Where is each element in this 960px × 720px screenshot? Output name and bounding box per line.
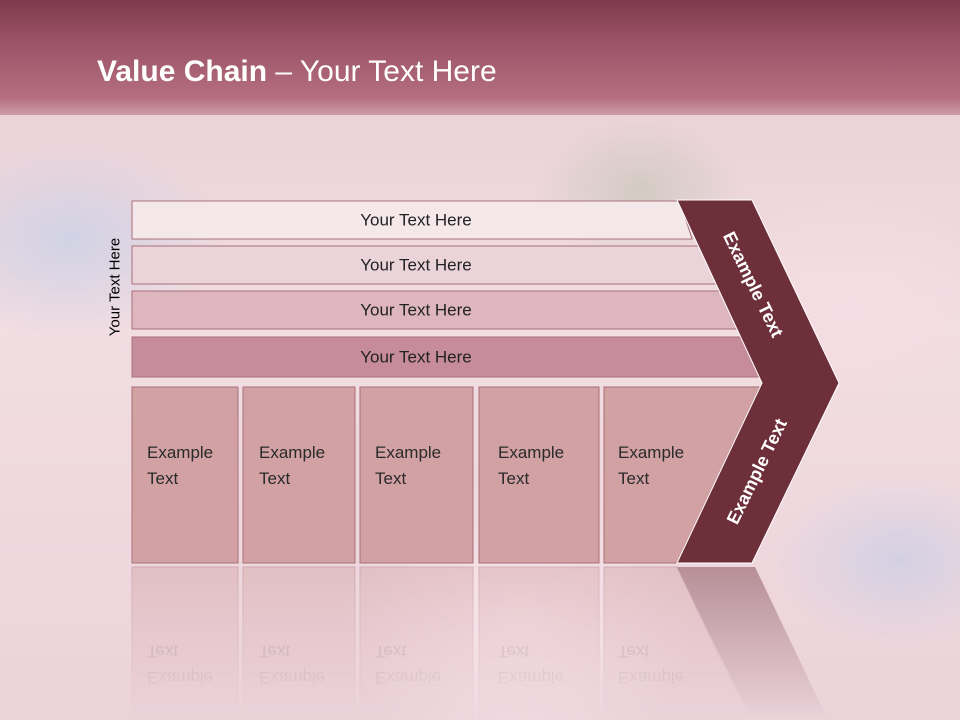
reflection-column-4-line1: Example bbox=[498, 668, 564, 687]
column-2 bbox=[242, 386, 356, 564]
slide-title: Value Chain – Your Text Here bbox=[97, 55, 497, 89]
column-3-line1: Example bbox=[375, 443, 441, 462]
column-4 bbox=[478, 386, 600, 564]
column-1 bbox=[131, 386, 239, 564]
reflection-column-1-line2: Text bbox=[147, 642, 178, 661]
reflection-column-1-line1: Example bbox=[147, 668, 213, 687]
column-5-line1: Example bbox=[618, 443, 684, 462]
column-3-line2: Text bbox=[375, 469, 406, 488]
reflection-column-3-line1: Example bbox=[375, 668, 441, 687]
chevron-arrow bbox=[676, 199, 840, 564]
reflection-column-3-line2: Text bbox=[375, 642, 406, 661]
column-3 bbox=[359, 386, 474, 564]
column-5-line2: Text bbox=[618, 469, 649, 488]
column-1-line2: Text bbox=[147, 469, 178, 488]
column-2-line1: Example bbox=[259, 443, 325, 462]
reflection-column-2-line1: Example bbox=[259, 668, 325, 687]
title-bold: Value Chain bbox=[97, 55, 268, 88]
band-1 bbox=[131, 200, 693, 240]
reflection-column-5-line1: Example bbox=[618, 668, 684, 687]
column-4-line1: Example bbox=[498, 443, 564, 462]
title-bar bbox=[0, 0, 960, 115]
reflection-column-2-line2: Text bbox=[259, 642, 290, 661]
band-label-4: Your Text Here bbox=[360, 347, 472, 366]
band-label-2: Your Text Here bbox=[360, 255, 472, 274]
band-label-3: Your Text Here bbox=[360, 300, 472, 319]
column-2-line2: Text bbox=[259, 469, 290, 488]
column-1-line1: Example bbox=[147, 443, 213, 462]
reflection-column-4-line2: Text bbox=[498, 642, 529, 661]
band-label-1: Your Text Here bbox=[360, 210, 472, 229]
title-rest: – Your Text Here bbox=[267, 55, 497, 88]
reflection-column-5-line2: Text bbox=[618, 642, 649, 661]
column-4-line2: Text bbox=[498, 469, 529, 488]
